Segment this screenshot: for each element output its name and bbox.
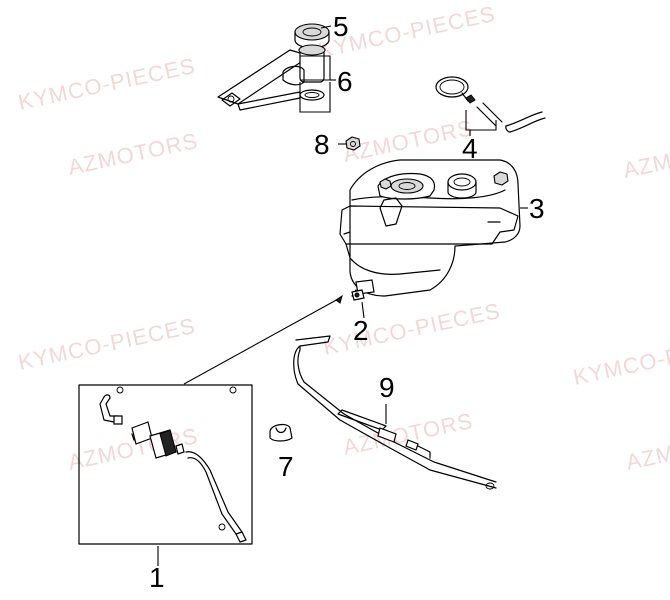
- part-3-fuel-tank: [339, 159, 521, 299]
- leader-4: [465, 110, 497, 131]
- leader-1-arrow: [335, 294, 343, 304]
- leader-6: [300, 55, 331, 81]
- leader-6-lower: [299, 82, 331, 113]
- part-4-clamp-hose: [435, 76, 546, 133]
- part-1-hose-assembly: [78, 384, 253, 545]
- callout-4: 4: [462, 133, 478, 164]
- callout-1: 1: [149, 562, 165, 593]
- leader-2: [361, 301, 365, 319]
- callout-7: 7: [278, 451, 294, 482]
- watermark-kymco: KYMCO-PIECES: [321, 298, 503, 360]
- callout-8: 8: [314, 129, 330, 160]
- callout-6: 6: [337, 66, 353, 97]
- watermark-kymco: KYMCO-PIECES: [571, 328, 670, 390]
- callout-3: 3: [529, 193, 545, 224]
- watermark-azmotors: AZMOTORS: [621, 131, 670, 183]
- leader-4-mid: [466, 129, 471, 136]
- callout-5: 5: [333, 11, 349, 42]
- watermark-azmotors: AZMOTORS: [66, 128, 201, 180]
- watermark-azmotors: AZMOTORS: [341, 115, 476, 167]
- part-8-nut: [345, 136, 361, 151]
- watermark-kymco: KYMCO-PIECES: [16, 313, 198, 375]
- watermark-kymco: KYMCO-PIECES: [16, 53, 198, 115]
- callout-9: 9: [379, 372, 395, 403]
- part-9-fuel-hose: [293, 335, 497, 490]
- part-2-fitting: [351, 289, 365, 301]
- watermark-azmotors: AZMOTORS: [624, 423, 670, 475]
- leader-1-diag: [183, 297, 341, 385]
- leader-5: [320, 25, 332, 29]
- part-7-clip: [269, 423, 293, 442]
- callout-layer: 1 2 3 4 5 6 7 8 9: [149, 11, 545, 593]
- leader-lines: [157, 25, 528, 566]
- part-6-fuel-sender: [217, 44, 326, 111]
- callout-2: 2: [353, 315, 369, 346]
- watermark-azmotors: AZMOTORS: [341, 408, 476, 460]
